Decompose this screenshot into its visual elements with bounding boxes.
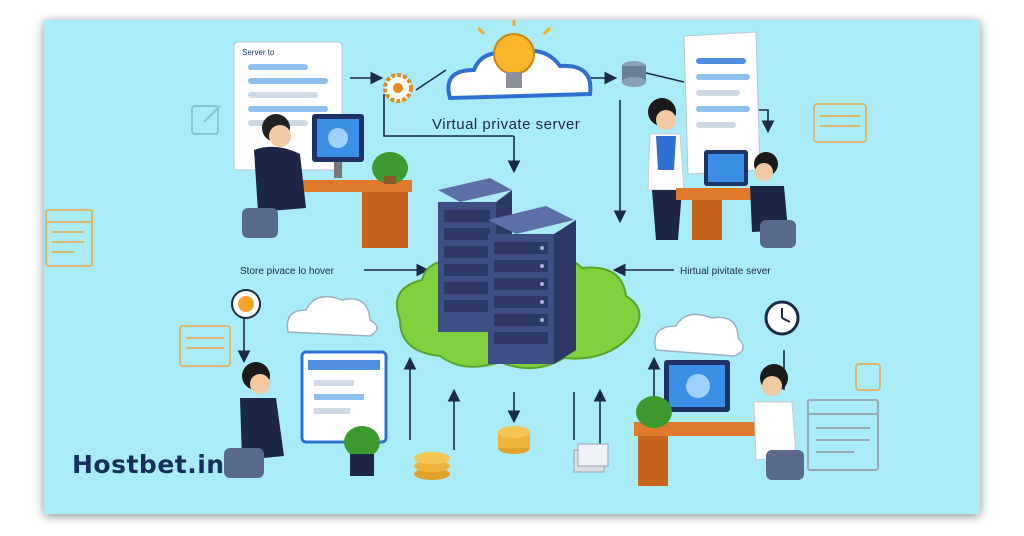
gear-icon [383, 73, 413, 103]
coin-jar-icon [498, 426, 530, 454]
background-blog-icon [813, 103, 867, 143]
coin-badge-icon [231, 289, 261, 319]
background-webpage-icon-right [807, 399, 879, 471]
diagram-title: Virtual private server [432, 116, 581, 133]
right-cloud [654, 313, 744, 357]
right-flow-label: Hirtual pivitate sever [680, 266, 771, 277]
left-flow-label: Store pivace lo hover [240, 266, 334, 277]
top-left-workstation [242, 114, 412, 248]
vps-illustration [45, 20, 881, 486]
background-edit-icon [191, 105, 221, 135]
left-cloud [286, 295, 378, 337]
coin-stack-icon [414, 452, 450, 480]
diagram-frame: Virtual private server Store pivace lo h… [44, 20, 980, 514]
top-right-document [683, 31, 761, 175]
server-rack-right [488, 206, 576, 364]
top-right-workstation [647, 98, 796, 248]
bottom-right-workstation [634, 360, 804, 486]
document-stack-icon [573, 443, 609, 473]
clock-icon [764, 300, 800, 336]
light-bulb-icon [476, 20, 552, 88]
background-blog-icon-left [179, 325, 231, 367]
database-icon [622, 61, 646, 87]
background-webpage-icon [45, 209, 93, 267]
top-left-doc-header: Server to [242, 48, 275, 57]
background-edit-icon-right [855, 363, 881, 391]
cloud-lightbulb [446, 20, 593, 101]
bottom-left-workstation [224, 350, 388, 478]
brand-watermark: Hostbet.in [72, 450, 225, 479]
